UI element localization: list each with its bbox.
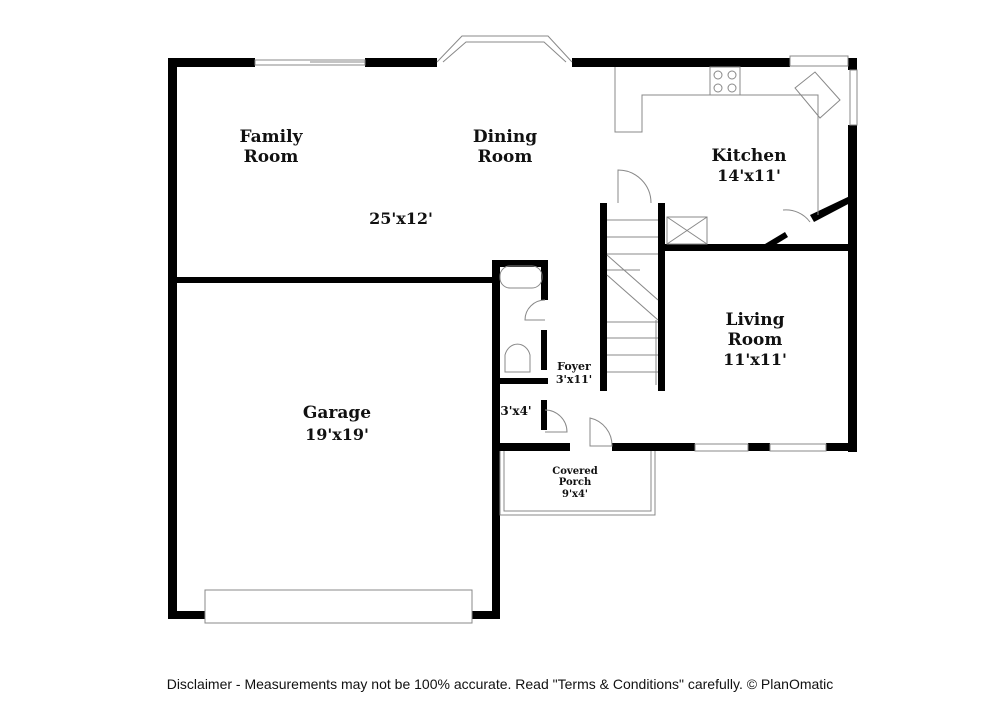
kitchen-size: 14'x11' — [717, 166, 781, 185]
porch-label: Covered — [552, 466, 597, 477]
family-room-label: Family — [240, 127, 304, 147]
living-room-size: 11'x11' — [723, 350, 787, 369]
foyer-label: Foyer — [557, 360, 591, 373]
dining-room-label: Dining — [473, 127, 537, 147]
walls — [168, 58, 857, 619]
porch-size: 9'x4' — [562, 489, 588, 500]
disclaimer: Disclaimer - Measurements may not be 100… — [166, 676, 834, 692]
garage-label: Garage — [303, 403, 371, 423]
closet-size: 3'x4' — [500, 404, 531, 418]
family-room-label-2: Room — [244, 147, 299, 167]
living-room-label: Living — [726, 310, 785, 330]
room-labels: Family Room Dining Room 25'x12' Kitchen … — [240, 127, 787, 500]
family-dining-size: 25'x12' — [369, 209, 433, 228]
fixtures — [204, 35, 858, 624]
garage-size: 19'x19' — [305, 425, 369, 444]
kitchen-label: Kitchen — [712, 146, 787, 166]
foyer-size: 3'x11' — [556, 373, 592, 386]
porch-label-2: Porch — [559, 477, 592, 488]
living-room-label-2: Room — [728, 330, 783, 350]
dining-room-label-2: Room — [478, 147, 533, 167]
